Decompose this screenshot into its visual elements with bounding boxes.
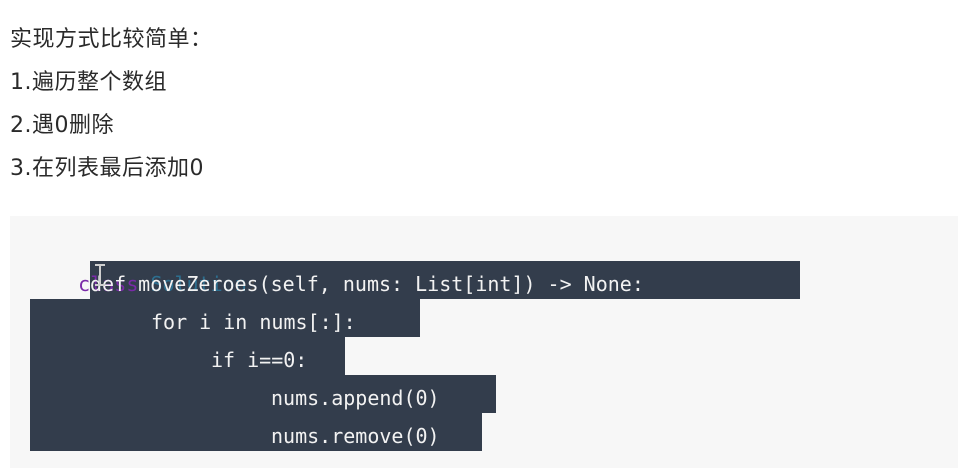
selection-highlight-line-6: [30, 413, 482, 451]
code-line-4[interactable]: if i==0:: [211, 348, 308, 372]
step-1-text: 1.遍历整个数组: [10, 70, 167, 95]
article-text: 实现方式比较简单： 1.遍历整个数组 2.遇0删除 3.在列表最后添加0: [10, 18, 213, 190]
code-block[interactable]: class Solution: def moveZeroes(self, num…: [10, 216, 958, 468]
step-3-text: 3.在列表最后添加0: [10, 156, 204, 181]
selection-highlight-line-2: [90, 261, 800, 299]
keyword-class: class: [78, 272, 139, 296]
selection-highlight-line-4: [30, 337, 345, 375]
text-cursor-icon: [95, 264, 105, 286]
code-line-6[interactable]: nums.remove(0): [271, 424, 440, 448]
class-name: Solution: [150, 272, 247, 296]
selection-highlight-line-3: [30, 299, 420, 337]
code-line-5[interactable]: nums.append(0): [271, 386, 440, 410]
code-line-2[interactable]: def moveZeroes(self, nums: List[int]) ->…: [90, 272, 644, 296]
colon: :: [246, 272, 259, 296]
intro-text: 实现方式比较简单：: [10, 27, 213, 52]
step-2-text: 2.遇0删除: [10, 113, 114, 138]
code-line-1[interactable]: class Solution:: [30, 227, 259, 296]
selection-highlight-line-5: [30, 375, 496, 413]
code-line-3[interactable]: for i in nums[:]:: [151, 310, 356, 334]
